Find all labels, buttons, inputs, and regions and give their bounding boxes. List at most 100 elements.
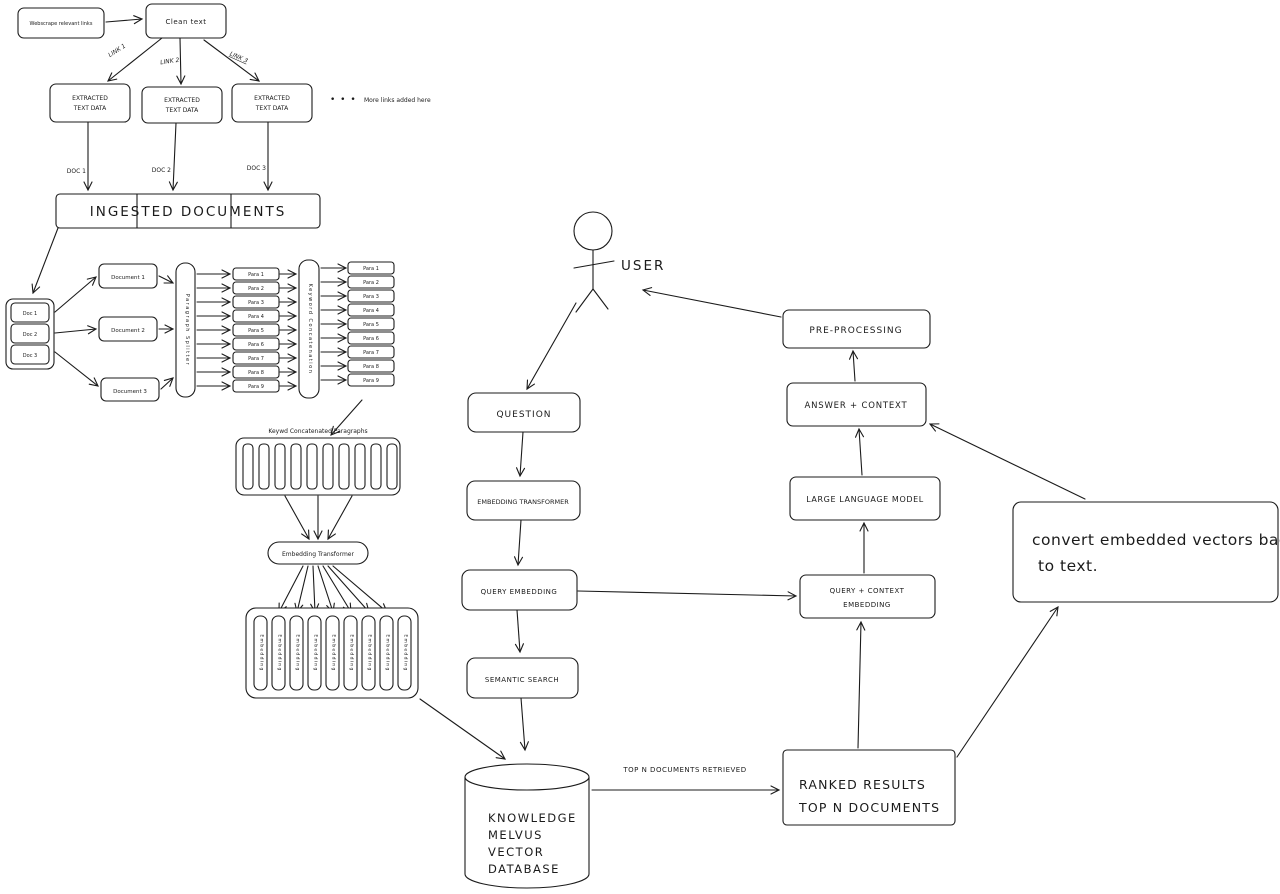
- embedding-capsule-label: Embedding: [277, 634, 283, 671]
- keywd-bar: [242, 443, 254, 490]
- arrow-user-to-question: [526, 302, 577, 391]
- preprocessing-label: PRE-PROCESSING: [809, 326, 902, 336]
- doc-stack-item-2: [10, 323, 50, 344]
- keywd-bar: [274, 443, 286, 490]
- flow-arrow: [317, 565, 335, 614]
- para-right-1: [347, 261, 395, 275]
- answer-context-label: ANSWER + CONTEXT: [805, 401, 908, 411]
- doc-3-label: DOC 3: [247, 165, 266, 172]
- keywd-bar: [386, 443, 398, 490]
- more-links-note: More links added here: [364, 97, 431, 104]
- user-leg-right: [592, 288, 609, 310]
- doc-1-label: DOC 1: [67, 168, 86, 175]
- arrow-llm-to-answer: [854, 427, 865, 476]
- query-embedding-label: QUERY EMBEDDING: [481, 588, 558, 596]
- arrow-answer-to-preprocessing: [848, 349, 859, 382]
- para-left-3: [232, 295, 280, 309]
- arrow-stack-to-document-3: [54, 351, 99, 387]
- extracted-1-line2: TEXT DATA: [73, 105, 107, 112]
- llm-label: LARGE LANGUAGE MODEL: [806, 495, 924, 504]
- arrow-webscrape-to-clean: [105, 15, 144, 25]
- document-node-2: [98, 316, 158, 342]
- database-line-1: KNOWLEDGE: [488, 811, 577, 825]
- para-left-label-9: Para 9: [248, 384, 264, 390]
- para-right-label-3: Para 3: [363, 294, 379, 300]
- para-right-label-2: Para 2: [363, 280, 379, 286]
- arrow-link-3: [203, 39, 260, 82]
- extracted-text-node-1: [49, 83, 131, 123]
- query-context-line1: QUERY + CONTEXT: [830, 587, 905, 595]
- extracted-2-line2: TEXT DATA: [165, 107, 199, 114]
- embedding-capsule: [307, 615, 322, 691]
- document-label-1: Document 1: [111, 275, 145, 281]
- convert-note-node: [1012, 501, 1279, 603]
- extracted-3-line2: TEXT DATA: [255, 105, 289, 112]
- question-label: QUESTION: [496, 410, 551, 420]
- arrow-embeddings-to-db: [419, 698, 507, 760]
- embedding-capsule: [289, 615, 304, 691]
- para-left-5: [232, 323, 280, 337]
- embedding-capsule-label: Embedding: [259, 634, 265, 671]
- arrow-search-to-db: [519, 697, 529, 752]
- para-right-label-9: Para 9: [363, 378, 379, 384]
- embedding-capsule-label: Embedding: [295, 634, 301, 671]
- more-links-dots: • • •: [330, 95, 357, 105]
- embedding-capsule-label: Embedding: [403, 634, 409, 671]
- embedding-capsule-label: Embedding: [367, 634, 373, 671]
- ranked-results-line1: RANKED RESULTS: [799, 777, 926, 792]
- clean-text-node: [145, 3, 227, 39]
- flow-arrow: [322, 565, 352, 614]
- extracted-text-node-2: [141, 86, 223, 124]
- database-line-2: MELVUS: [488, 828, 543, 842]
- keywd-bar: [258, 443, 270, 490]
- link-3-label: LINK 3: [228, 51, 249, 65]
- keywd-bar: [322, 443, 334, 490]
- doc-stack-label-3: Doc 3: [23, 353, 37, 359]
- para-left-2: [232, 281, 280, 295]
- arrow-ranked-to-note: [956, 605, 1059, 758]
- flow-arrow: [327, 495, 353, 541]
- ranked-results-line2: TOP N DOCUMENTS: [798, 800, 940, 815]
- para-right-2: [347, 275, 395, 289]
- arrow-stack-to-document-1: [54, 276, 97, 313]
- para-left-label-4: Para 4: [248, 314, 264, 320]
- para-right-6: [347, 331, 395, 345]
- para-left-label-3: Para 3: [248, 300, 264, 306]
- arrow-ingested-to-stack: [31, 227, 59, 295]
- para-right-label-7: Para 7: [363, 350, 379, 356]
- keyword-concatenation-label: Keyword Concatenation: [307, 284, 313, 375]
- arrow-stack-to-document-2: [54, 325, 98, 335]
- para-right-label-8: Para 8: [363, 364, 379, 370]
- arrow-transformer-to-embedding: [513, 519, 524, 567]
- arrow-doc1-to-splitter: [158, 275, 175, 284]
- embedding-capsule-label: Embedding: [331, 634, 337, 671]
- query-embedding-transformer-label: EMBEDDING TRANSFORMER: [477, 498, 569, 506]
- arrow-doc-2: [168, 122, 178, 192]
- embedding-capsule: [325, 615, 340, 691]
- para-right-8: [347, 359, 395, 373]
- keywd-bar: [354, 443, 366, 490]
- database-cylinder-body: [464, 777, 590, 889]
- para-left-7: [232, 351, 280, 365]
- keyword-concatenation-node: [298, 259, 320, 399]
- embedding-capsule-label: Embedding: [313, 634, 319, 671]
- para-left-label-2: Para 2: [248, 286, 264, 292]
- para-left-label-7: Para 7: [248, 356, 264, 362]
- para-right-label-1: Para 1: [363, 266, 379, 272]
- query-embedding-node: [461, 569, 578, 611]
- para-left-label-1: Para 1: [248, 272, 264, 278]
- para-right-label-5: Para 5: [363, 322, 379, 328]
- doc-stack-label-2: Doc 2: [23, 332, 37, 338]
- convert-note-line2: to text.: [1038, 557, 1098, 575]
- arrow-queryembedding-to-querycontext: [577, 590, 798, 601]
- extracted-2-line1: EXTRACTED: [164, 97, 200, 104]
- doc-stack-item-1: [10, 302, 50, 323]
- extracted-1-line1: EXTRACTED: [72, 95, 108, 102]
- user-leg-left: [575, 288, 594, 313]
- user-arms: [573, 260, 615, 269]
- top-n-retrieved-label: TOP N DOCUMENTS RETRIEVED: [622, 766, 746, 774]
- query-embedding-transformer-node: [466, 480, 581, 521]
- para-left-6: [232, 337, 280, 351]
- convert-note-line1: convert embedded vectors back: [1032, 531, 1280, 549]
